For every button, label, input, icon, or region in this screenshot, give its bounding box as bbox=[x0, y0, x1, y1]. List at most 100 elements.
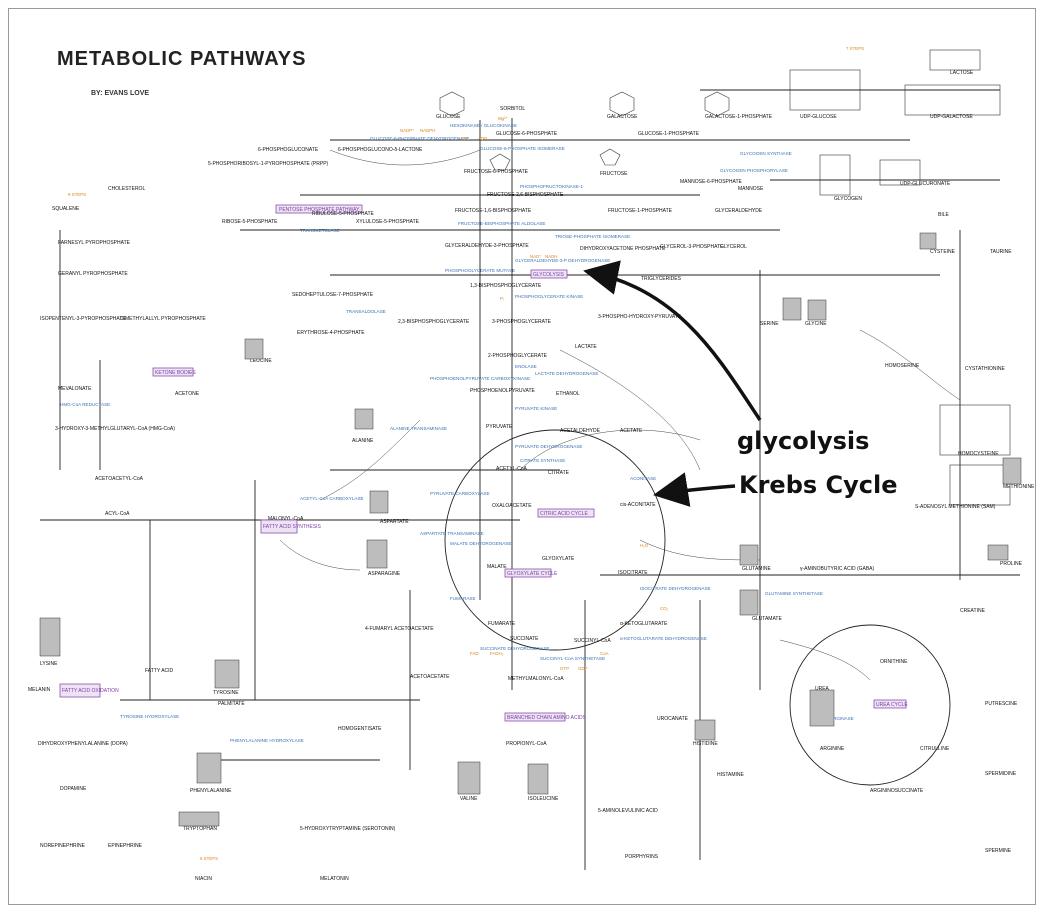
udpglucuronate-label: UDP-GLUCURONATE bbox=[900, 181, 951, 187]
cofactor-adp: ADP bbox=[478, 136, 487, 141]
bile-label: BILE bbox=[938, 212, 950, 218]
cofactor-mg: Mg²⁺ bbox=[498, 116, 508, 121]
glyceraldehyde-label: GLYCERALDEHYDE bbox=[715, 208, 763, 214]
cofactor-nadh: NADH bbox=[545, 254, 557, 259]
fructose26bp-label: FRUCTOSE-2,6-BISPHOSPHATE bbox=[487, 192, 564, 198]
homogentisate-label: HOMOGENTISATE bbox=[338, 726, 382, 732]
dopamine-label: DOPAMINE bbox=[60, 786, 87, 792]
urea-box: UREA CYCLE bbox=[873, 699, 908, 709]
porphyrins-label: PORPHYRINS bbox=[625, 854, 659, 860]
acetone-label: ACETONE bbox=[175, 391, 200, 397]
idh-label: ISOCITRATE DEHYDROGENASE bbox=[640, 586, 711, 591]
tyrosine-highlight bbox=[214, 659, 240, 689]
ldh-label: LACTATE DEHYDROGENASE bbox=[535, 371, 598, 376]
alanine-highlight bbox=[354, 408, 374, 430]
taurine-label: TAURINE bbox=[990, 249, 1012, 255]
acyl-curve bbox=[279, 539, 361, 571]
sam-adenine-glyph bbox=[949, 464, 1011, 506]
pathway-lines bbox=[40, 89, 1020, 870]
homocysteine-label: HOMOCYSTEINE bbox=[958, 451, 999, 457]
cofactor-fad: FAD bbox=[470, 651, 479, 656]
proline-label: PROLINE bbox=[1000, 561, 1023, 567]
pepck-label: PHOSPHOENOLPYRUVATE CARBOXYKINASE bbox=[430, 376, 530, 381]
udpglucose-label: UDP-GLUCOSE bbox=[800, 114, 837, 120]
cofactor-labels: ATP ADP NAD⁺ NADH NADP⁺ NADPH H₂O CO₂ FA… bbox=[68, 46, 864, 861]
methylmalonylcoa-label: METHYLMALONYL-CoA bbox=[508, 676, 564, 682]
histidine-highlight bbox=[694, 719, 716, 741]
ast-label: ASPARTATE TRANSAMINASE bbox=[420, 531, 484, 536]
phosphogluconate6-label: 6-PHOSPHOGLUCONATE bbox=[258, 147, 319, 153]
mdh-label: MALATE DEHYDROGENASE bbox=[450, 541, 511, 546]
fructose16bp-label: FRUCTOSE-1,6-BISPHOSPHATE bbox=[455, 208, 532, 214]
fumarylacetoacetate-label: 4-FUMARYL ACETOACETATE bbox=[365, 626, 434, 632]
glycolysis-arrow bbox=[583, 260, 762, 421]
histamine-label: HISTAMINE bbox=[717, 772, 745, 778]
transaldolase-label: TRANSALDOLASE bbox=[346, 309, 386, 314]
ketone-box: KETONE BODIES bbox=[152, 367, 196, 377]
phenylalaninehydroxylase-label: PHENYLALANINE HYDROXYLASE bbox=[230, 738, 304, 743]
cs-label: CITRATE SYNTHASE bbox=[520, 458, 565, 463]
fatty-acid-oxidation-box: FATTY ACID OXIDATION bbox=[59, 683, 119, 698]
glucose6p-label: GLUCOSE-6-PHOSPHATE bbox=[496, 131, 558, 137]
cofactor-gtp: GTP bbox=[560, 666, 569, 671]
cofactor-co2: CO₂ bbox=[660, 606, 669, 611]
galactose1p-ring-glyph bbox=[704, 91, 730, 117]
asparagine-label: ASPARAGINE bbox=[368, 571, 401, 577]
glutamate-label: GLUTAMATE bbox=[752, 616, 782, 622]
methionine-label: METHIONINE bbox=[1003, 484, 1035, 490]
glycogensynthase-label: GLYCOGEN SYNTHASE bbox=[740, 151, 792, 156]
methionine-highlight bbox=[1002, 457, 1022, 485]
dopa-label: DIHYDROXYPHENYLALANINE (DOPA) bbox=[38, 741, 128, 747]
palmitate-label: PALMITATE bbox=[218, 701, 245, 707]
phenylalanine-highlight bbox=[196, 752, 222, 784]
g3p-label: GLYCERALDEHYDE-3-PHOSPHATE bbox=[445, 243, 529, 249]
fructose6p-ring-glyph bbox=[489, 153, 511, 171]
krebs-cycle-callout: Krebs Cycle bbox=[739, 471, 898, 499]
diagram-title: METABOLIC PATHWAYS bbox=[57, 48, 307, 70]
histidine-label: HISTIDINE bbox=[693, 741, 718, 747]
galactose-label: GALACTOSE bbox=[607, 114, 638, 120]
creatine-label: CREATINE bbox=[960, 608, 986, 614]
glycogenphosphorylase-label: GLYCOGEN PHOSPHORYLASE bbox=[720, 168, 788, 173]
callout-arrows bbox=[583, 260, 762, 507]
acetate-label: ACETATE bbox=[620, 428, 643, 434]
cofactor-nadph: NADPH bbox=[420, 128, 435, 133]
cofactor-pi: Pᵢ bbox=[500, 296, 504, 301]
galactose1p-label: GALACTOSE-1-PHOSPHATE bbox=[705, 114, 773, 120]
prpp-label: 5-PHOSPHORIBOSYL-1-PYROPHOSPHATE (PRPP) bbox=[208, 161, 329, 167]
fumarase-label: FUMARASE bbox=[450, 596, 476, 601]
g6pdh-label: GLUCOSE-6-PHOSPHATE DEHYDROGENASE bbox=[370, 136, 469, 141]
sdh-label: SUCCINATE DEHYDROGENASE bbox=[480, 646, 550, 651]
gaba-label: γ-AMINOBUTYRIC ACID (GABA) bbox=[800, 566, 875, 572]
scs-label: SUCCINYL-CoA SYNTHETASE bbox=[540, 656, 605, 661]
phenylalanine-label: PHENYLALANINE bbox=[190, 788, 232, 794]
sam-label: S-ADENOSYL METHIONINE (SAM) bbox=[915, 504, 996, 510]
tyrosine-label: TYROSINE bbox=[213, 690, 239, 696]
aconitate-label: cis-ACONITATE bbox=[620, 502, 656, 508]
farnesylpp-label: FARNESYL PYROPHOSPHATE bbox=[58, 240, 131, 246]
putrescine-label: PUTRESCINE bbox=[985, 701, 1018, 707]
fatty-acid-synthesis-box: FATTY ACID SYNTHESIS bbox=[260, 519, 322, 534]
isoleucine-label: ISOLEUCINE bbox=[528, 796, 559, 802]
udpglucuronate-structure-glyph bbox=[879, 159, 921, 186]
fructose1p-label: FRUCTOSE-1-PHOSPHATE bbox=[608, 208, 673, 214]
valine-highlight bbox=[457, 761, 481, 795]
asparagine-highlight bbox=[366, 539, 388, 569]
norepinephrine-label: NOREPINEPHRINE bbox=[40, 843, 86, 849]
aconitase-label: ACONITASE bbox=[630, 476, 656, 481]
succinate-label: SUCCINATE bbox=[510, 636, 539, 642]
fumarate-label: FUMARATE bbox=[488, 621, 516, 627]
pathway-boxes: PENTOSE PHOSPHATE PATHWAY GLYCOLYSIS CIT… bbox=[59, 204, 908, 722]
svg-text:GLYCOLYSIS: GLYCOLYSIS bbox=[533, 272, 565, 278]
epinephrine-label: EPINEPHRINE bbox=[108, 843, 143, 849]
aspartate-highlight bbox=[369, 490, 389, 514]
malonylcoa-label: MALONYL-CoA bbox=[268, 516, 304, 522]
glutamine-label: GLUTAMINE bbox=[742, 566, 771, 572]
homoserine-label: HOMOSERINE bbox=[885, 363, 920, 369]
hmgcoa-label: 3-HYDROXY-3-METHYLGLUTARYL-CoA (HMG-CoA) bbox=[55, 426, 175, 432]
ppp-curve bbox=[329, 149, 481, 166]
acetaldehyde-label: ACETALDEHYDE bbox=[560, 428, 601, 434]
pc-label: PYRUVATE CARBOXYLASE bbox=[430, 491, 490, 496]
steps-7-top: 7 STEPS bbox=[846, 46, 864, 51]
